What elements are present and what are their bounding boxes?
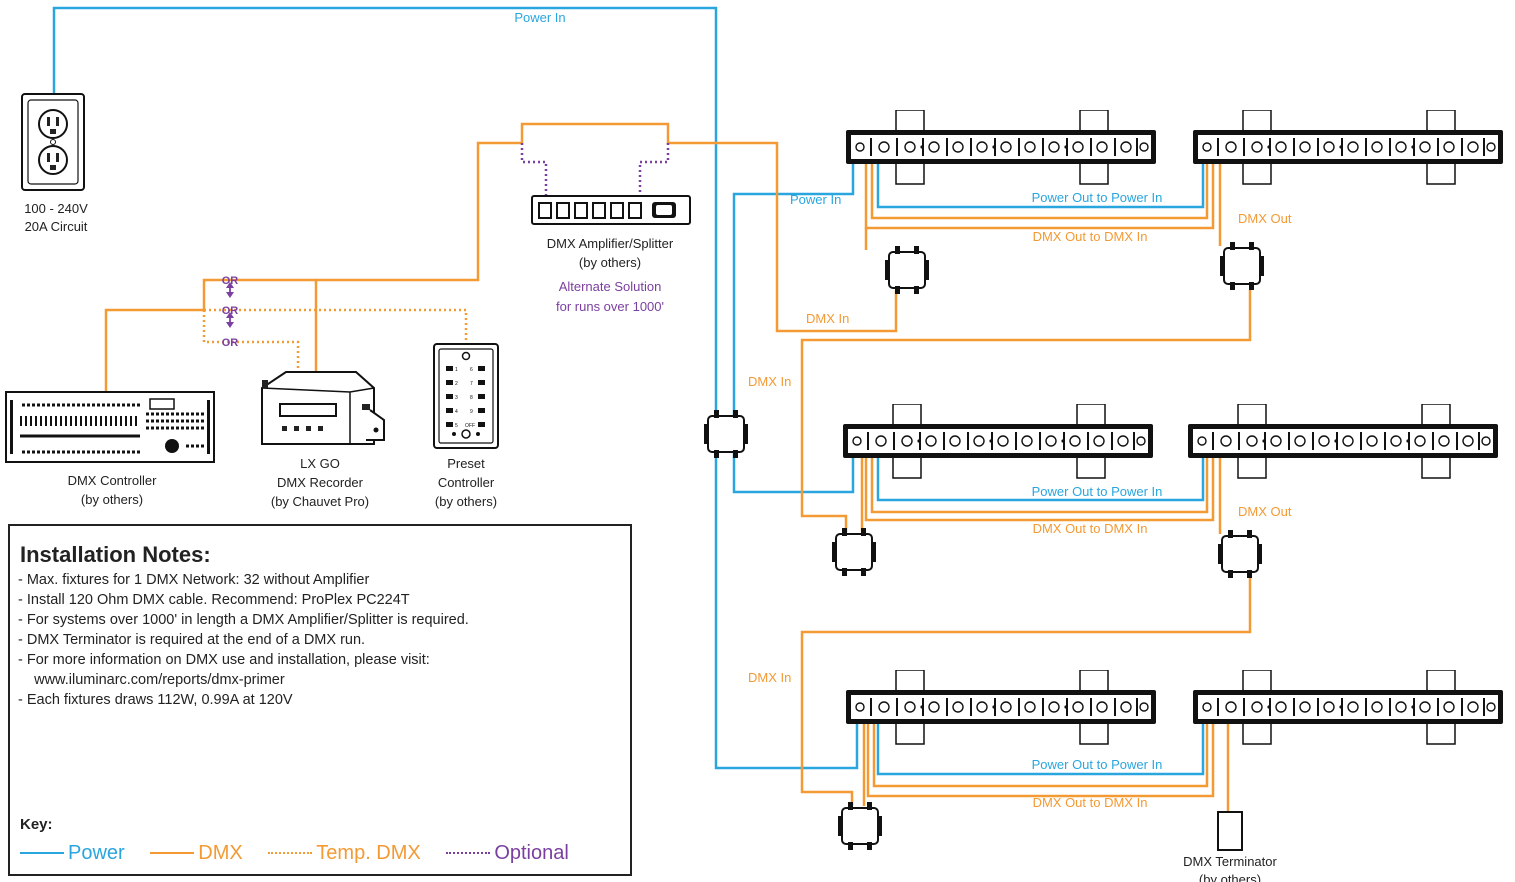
temp-dmx-wiring (202, 308, 468, 372)
dmx-out-to-dmx-in-label: DMX Out to DMX In (1033, 795, 1148, 810)
dmx-junction-box (1218, 529, 1262, 579)
recorder-label-line1: LX GO (300, 456, 340, 471)
preset-key: OFF (465, 423, 475, 429)
dmx-in-label: DMX In (748, 670, 791, 685)
preset-key: 3 (455, 395, 458, 401)
dmx-in-label: DMX In (806, 311, 849, 326)
or-label: OR (222, 337, 239, 349)
power-wiring (52, 6, 1205, 776)
recorder-label-line3: (by Chauvet Pro) (271, 494, 369, 509)
preset-label-line3: (by others) (435, 494, 497, 509)
installation-notes-panel: Installation Notes: - Max. fixtures for … (8, 524, 632, 876)
terminator-label-line1: DMX Terminator (1183, 854, 1277, 869)
legend-swatch-optional (446, 852, 491, 854)
key-title: Key: (20, 816, 53, 833)
power-out-to-power-in-label: Power Out to Power In (1032, 757, 1163, 772)
legend-swatch-temp-dmx (268, 852, 313, 854)
note-item: - Install 120 Ohm DMX cable. Recommend: … (18, 592, 410, 608)
dmx-junction-box (838, 801, 882, 851)
notes-title: Installation Notes: (20, 542, 211, 567)
preset-label-line2: Controller (438, 475, 495, 490)
power-outlet (21, 93, 85, 191)
dmx-out-to-dmx-in-label: DMX Out to DMX In (1033, 229, 1148, 244)
amplifier-label-line1: DMX Amplifier/Splitter (547, 236, 674, 251)
preset-label-line1: Preset (447, 456, 485, 471)
legend-label-power: Power (68, 841, 125, 864)
recorder-label-line2: DMX Recorder (277, 475, 364, 490)
note-item: - For more information on DMX use and in… (18, 652, 430, 668)
dmx-junction-box (1220, 241, 1264, 291)
power-junction-box (704, 409, 748, 459)
preset-key: 1 (455, 367, 458, 373)
dmx-amplifier-splitter (531, 195, 691, 225)
preset-key: 8 (470, 395, 473, 401)
dmx-out-label: DMX Out (1238, 211, 1292, 226)
preset-controller: 1 2 3 4 5 6 7 8 9 OFF (433, 343, 499, 449)
power-in-label: Power In (514, 10, 565, 25)
legend-item-temp-dmx: Temp. DMX (268, 841, 421, 865)
lx-go-recorder (261, 371, 385, 445)
preset-key: 6 (470, 367, 473, 373)
dmx-out-to-dmx-in-label: DMX Out to DMX In (1033, 521, 1148, 536)
note-item: - For systems over 1000' in length a DMX… (18, 612, 469, 628)
legend-swatch-power (20, 852, 64, 854)
dmx-junction-box (832, 527, 876, 577)
legend-swatch-dmx (150, 852, 195, 854)
dmx-junction-box (885, 245, 929, 295)
light-fixture-r3-b (1193, 670, 1503, 745)
dmx-terminator (1217, 811, 1243, 851)
notes-list: - Max. fixtures for 1 DMX Network: 32 wi… (18, 570, 469, 710)
power-out-to-power-in-label: Power Out to Power In (1032, 190, 1163, 205)
light-fixture-r2-b (1188, 404, 1498, 479)
dmx-wiring (104, 122, 1252, 814)
dmx-in-label: DMX In (748, 374, 791, 389)
preset-key: 5 (455, 423, 458, 429)
amplifier-label-line2: (by others) (579, 255, 641, 270)
legend-item-power: Power (20, 842, 125, 865)
dmx-out-label: DMX Out (1238, 504, 1292, 519)
outlet-label-line1: 100 - 240V (24, 201, 88, 216)
legend-label-temp-dmx: Temp. DMX (316, 841, 421, 864)
legend-label-dmx: DMX (198, 841, 243, 864)
light-fixture-r1-b (1193, 110, 1503, 185)
note-item: - Max. fixtures for 1 DMX Network: 32 wi… (18, 572, 370, 588)
light-fixture-r3-a (846, 670, 1156, 745)
legend-label-optional: Optional (494, 841, 569, 864)
note-item: www.iluminarc.com/reports/dmx-primer (18, 672, 285, 688)
or-label: OR (222, 275, 239, 287)
legend: Power DMX Temp. DMX Optional (20, 837, 589, 865)
power-out-to-power-in-label: Power Out to Power In (1032, 484, 1163, 499)
controller-label-line2: (by others) (81, 492, 143, 507)
power-in-fixture-label: Power In (790, 192, 841, 207)
legend-item-optional: Optional (446, 842, 569, 865)
preset-key: 4 (455, 409, 458, 415)
alternate-solution-line1: Alternate Solution (559, 279, 662, 294)
outlet-label-line2: 20A Circuit (25, 219, 88, 234)
note-item: - DMX Terminator is required at the end … (18, 632, 366, 648)
light-fixture-r2-a (843, 404, 1153, 479)
terminator-label-line2: (by others) (1199, 872, 1261, 882)
preset-key: 2 (455, 381, 458, 387)
light-fixture-r1-a (846, 110, 1156, 185)
alternate-solution-line2: for runs over 1000' (556, 299, 664, 314)
controller-label-line1: DMX Controller (68, 473, 158, 488)
optional-wiring (226, 143, 670, 328)
dmx-controller (5, 391, 215, 463)
note-item: - Each fixtures draws 112W, 0.99A at 120… (18, 692, 293, 708)
or-label: OR (222, 305, 239, 317)
preset-key: 7 (470, 381, 473, 387)
preset-key: 9 (470, 409, 473, 415)
legend-item-dmx: DMX (150, 841, 243, 865)
